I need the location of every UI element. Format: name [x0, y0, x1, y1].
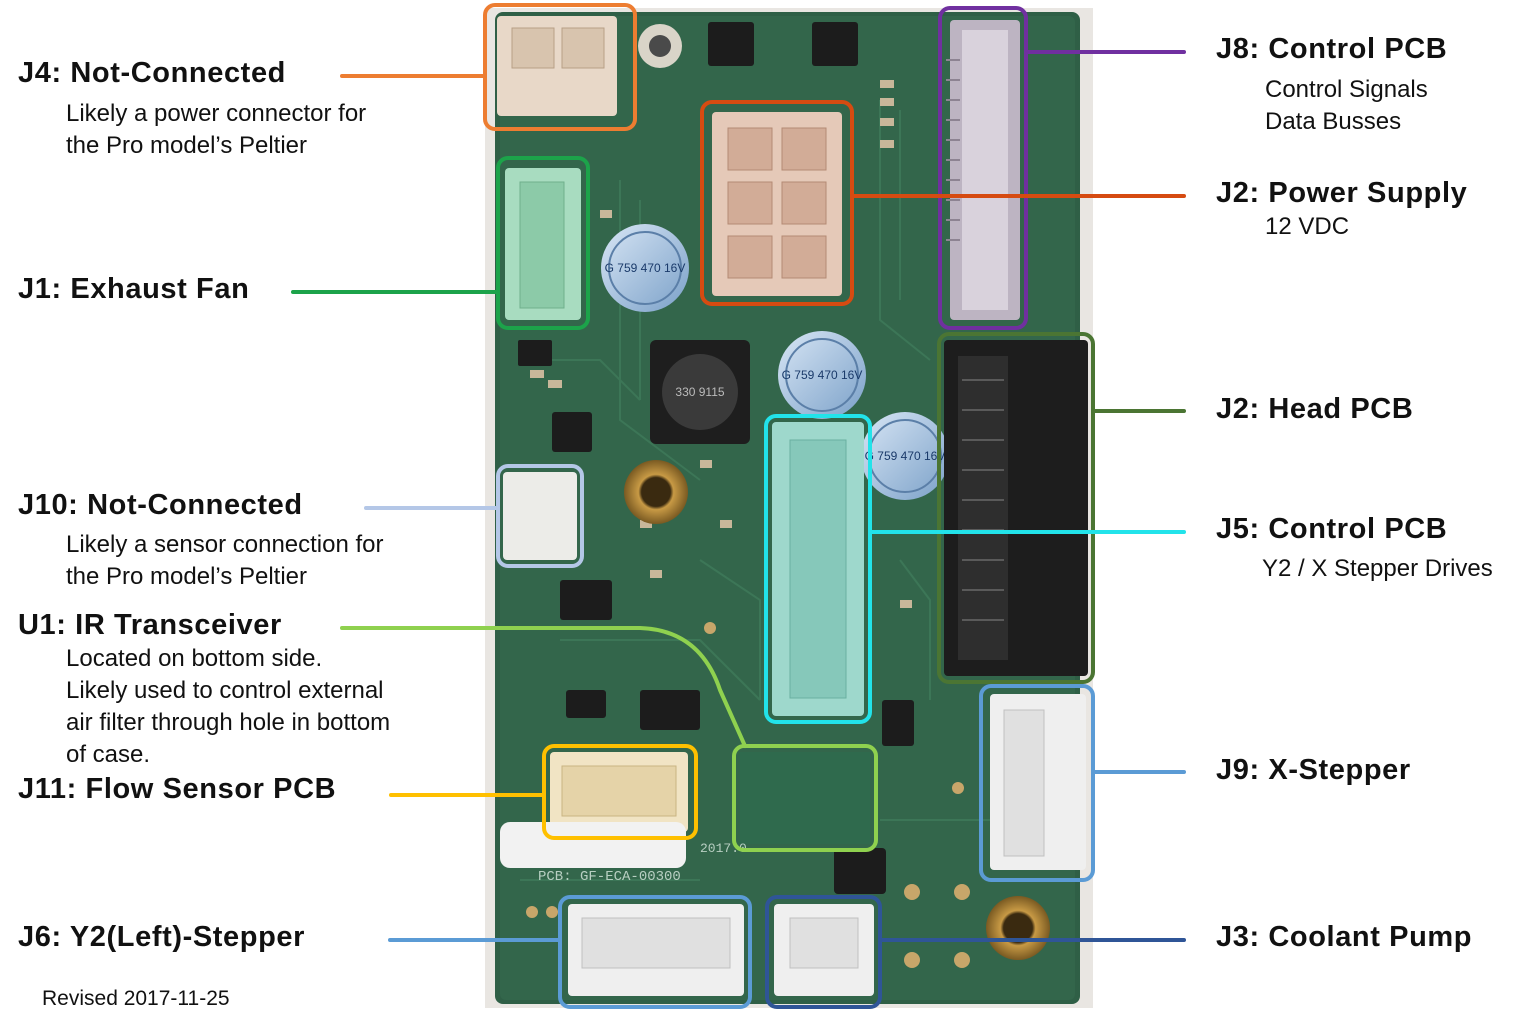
j8-label-desc-line-2: Data Busses — [1265, 108, 1402, 135]
j2-head-label-title: J2: Head PCB — [1216, 393, 1414, 425]
j5-label-title: J5: Control PCB — [1216, 513, 1448, 545]
u1-label-title: U1: IR Transceiver — [18, 609, 282, 641]
u1-label-desc-line-3: air filter through hole in bottom — [66, 709, 391, 736]
j6-label-title: J6: Y2(Left)-Stepper — [18, 921, 306, 953]
j3-highlight-box — [765, 895, 882, 1009]
u1-leader-line — [340, 626, 747, 748]
j10-label-desc-line-1: Likely a sensor connection for — [66, 531, 384, 558]
j4-label-desc-line-2: the Pro model’s Peltier — [66, 132, 308, 159]
j3-label-title: J3: Coolant Pump — [1216, 921, 1473, 953]
j11-label-title: J11: Flow Sensor PCB — [18, 773, 337, 805]
j10-connector-body — [503, 472, 577, 560]
j4-highlight-box — [483, 3, 637, 131]
j4-label-title: J4: Not-Connected — [18, 57, 286, 89]
u1-label-desc-line-1: Located on bottom side. — [66, 645, 323, 672]
j1-highlight-box — [496, 156, 590, 330]
u1-highlight-box — [732, 744, 878, 852]
capacitor-2 — [778, 331, 866, 419]
svg-text:G 759 470 16V: G 759 470 16V — [782, 368, 863, 382]
j11-highlight-box — [542, 744, 698, 840]
j2-power-label-title: J2: Power Supply — [1216, 177, 1468, 209]
j6-highlight-box — [558, 895, 752, 1009]
j9-label-title: J9: X-Stepper — [1216, 754, 1411, 786]
j2-power-highlight-box — [700, 100, 854, 306]
u1-label-desc-line-2: Likely used to control external — [66, 677, 384, 704]
j2-power-label-desc: 12 VDC — [1265, 213, 1350, 240]
j5-highlight-box — [764, 414, 872, 724]
j5-label-desc: Y2 / X Stepper Drives — [1262, 555, 1493, 582]
svg-text:PCB: GF-ECA-00300: PCB: GF-ECA-00300 — [538, 869, 681, 885]
j10-label-desc-line-2: the Pro model’s Peltier — [66, 563, 308, 590]
j2-head-highlight-box — [937, 332, 1095, 684]
j9-highlight-box — [979, 684, 1095, 882]
j8-label-title: J8: Control PCB — [1216, 33, 1448, 65]
svg-text:G 759 470 16V: G 759 470 16V — [605, 261, 686, 275]
j10-label-title: J10: Not-Connected — [18, 489, 303, 521]
j10-highlight-box — [496, 464, 584, 568]
capacitor-1 — [601, 224, 689, 312]
j8-label-desc-line-1: Control Signals — [1265, 76, 1428, 103]
svg-text:G 759 470 16V: G 759 470 16V — [865, 449, 946, 463]
j8-highlight-box — [938, 6, 1028, 330]
mount-hole-bottom — [986, 896, 1050, 960]
u1-label-desc-line-4: of case. — [66, 741, 151, 768]
j4-label-desc-line-1: Likely a power connector for — [66, 100, 367, 127]
u1-area — [740, 752, 870, 844]
j1-label-title: J1: Exhaust Fan — [18, 273, 250, 305]
svg-text:330 9115: 330 9115 — [675, 385, 724, 399]
mount-hole-left — [624, 460, 688, 524]
revision-date: Revised 2017-11-25 — [42, 987, 230, 1010]
